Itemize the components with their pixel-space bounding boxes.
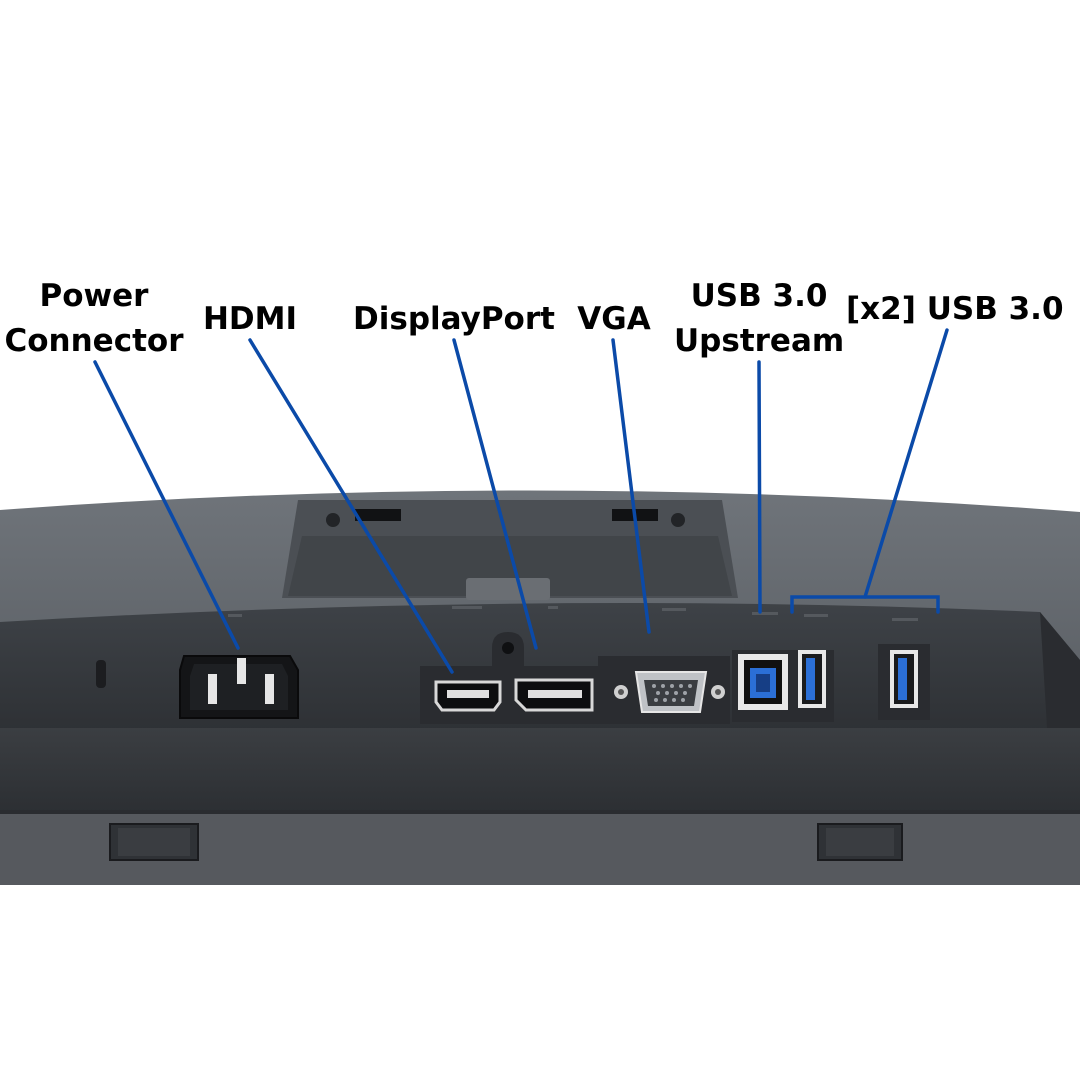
callout-usb-downstream — [863, 328, 949, 599]
usb-a-port-icon — [798, 650, 826, 708]
security-slot — [96, 660, 106, 688]
label-hdmi: HDMI — [202, 301, 298, 337]
label-displayport: DisplayPort — [353, 301, 555, 337]
callout-power — [93, 360, 240, 650]
usb-downstream-bracket — [790, 595, 940, 614]
callout-vga — [611, 338, 651, 634]
monitor-lower-lip — [0, 728, 1080, 812]
power-inlet-icon — [179, 655, 299, 719]
label-usb-upstream: USB 3.0 Upstream — [674, 278, 845, 359]
usb-b-port-icon — [738, 654, 788, 710]
callout-usb-upstream — [757, 360, 762, 614]
hdmi-port-icon — [434, 680, 502, 712]
callout-displayport — [452, 338, 538, 650]
label-usb-downstream: [x2] USB 3.0 — [846, 291, 1064, 327]
mount-slot-left — [355, 509, 401, 521]
callout-hdmi — [248, 338, 454, 674]
callout-lines — [93, 328, 949, 674]
label-vga: VGA — [577, 301, 651, 337]
vga-port-icon — [614, 671, 725, 713]
displayport-port-icon — [514, 678, 594, 712]
usb-a-port-icon-2 — [890, 650, 918, 708]
label-power-connector: Power Connector — [4, 278, 184, 359]
